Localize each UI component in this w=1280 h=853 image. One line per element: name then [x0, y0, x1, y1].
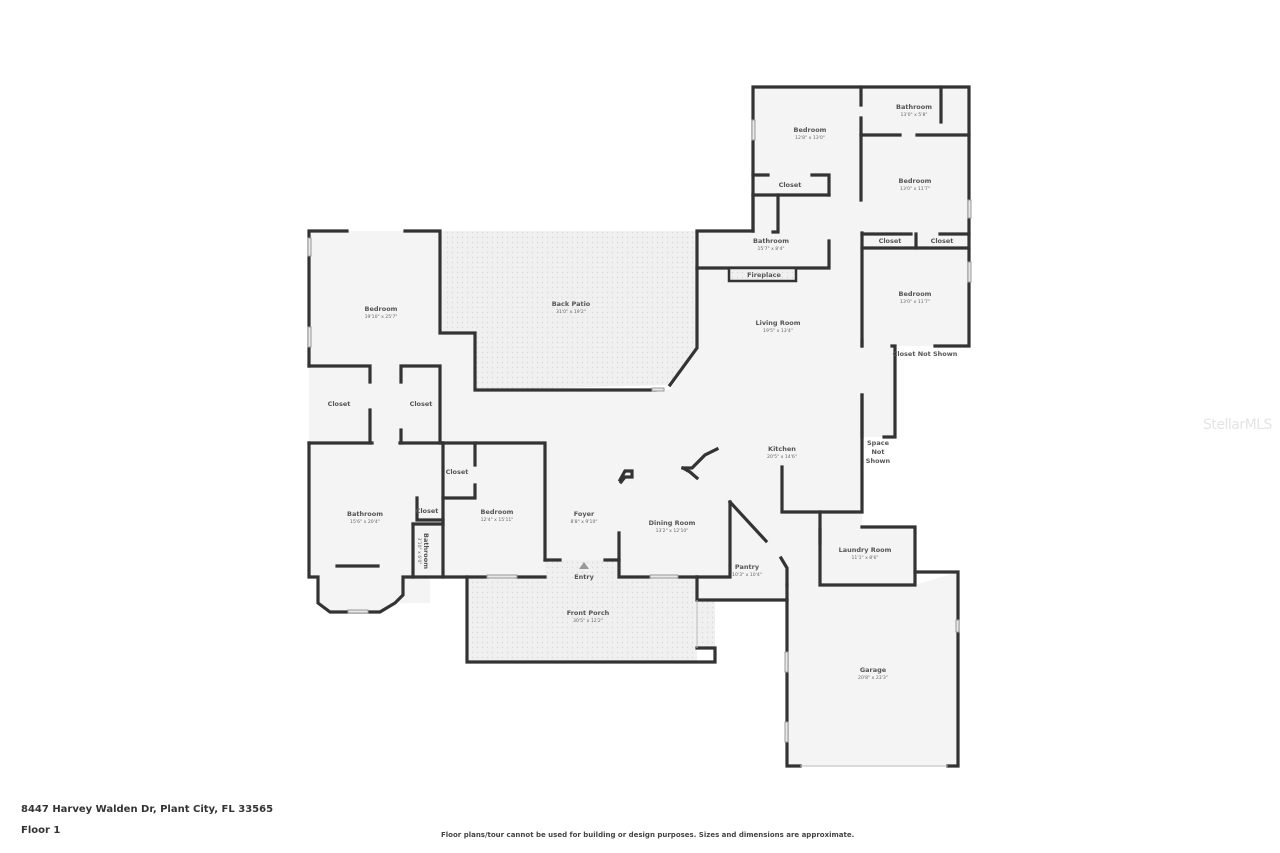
room-dims: 20'8" x 23'3"	[858, 675, 888, 681]
room-name: Closet Not Shown	[893, 350, 958, 358]
windows	[307, 119, 972, 743]
room-name: Closet	[446, 468, 469, 476]
room-dims: 19'10" x 25'7"	[365, 314, 398, 320]
entry-arrow-icon	[579, 562, 589, 569]
room-name: Pantry	[735, 563, 760, 571]
room-dims: 30'5" x 12'2"	[573, 618, 603, 624]
room-name: Living Room	[755, 319, 800, 327]
front-porch-area	[467, 560, 715, 662]
property-address: 8447 Harvey Walden Dr, Plant City, FL 33…	[21, 804, 274, 815]
room-dims: 15'6" x 20'4"	[350, 519, 380, 525]
room-name: Kitchen	[768, 445, 796, 453]
room-name: Bedroom	[481, 508, 514, 516]
room-name: Foyer	[574, 510, 595, 518]
room-name: Fireplace	[747, 271, 781, 279]
room-name: Dining Room	[649, 519, 696, 527]
room-dims: 10'3" x 10'4"	[732, 572, 762, 578]
room-dims: 8'8" x 9'10"	[570, 519, 597, 525]
room-dims: 19'5" x 13'4"	[763, 328, 793, 334]
room-name: Closet	[410, 400, 433, 408]
room-name: Bathroom	[753, 237, 789, 245]
room-name: Space	[867, 439, 890, 447]
room-name: Bathroom	[422, 533, 430, 569]
room-name: Bedroom	[365, 305, 398, 313]
floor-label: Floor 1	[21, 825, 61, 836]
room-dims: 12'4" x 15'11"	[481, 517, 514, 523]
watermark: StellarMLS	[1203, 417, 1272, 433]
back-patio-area	[443, 231, 697, 390]
disclaimer: Floor plans/tour cannot be used for buil…	[441, 831, 855, 839]
room-name: Bathroom	[896, 103, 932, 111]
room-name: Bedroom	[899, 290, 932, 298]
room-name: Bedroom	[794, 126, 827, 134]
room-name: Garage	[860, 666, 887, 674]
room-dims: 11'1" x 8'6"	[851, 555, 878, 561]
room-name: Not	[871, 448, 884, 456]
room-dims: 12'8" x 13'0"	[795, 135, 825, 141]
room-name: Entry	[574, 573, 594, 581]
room-dims: 3'10" x 6'0"	[416, 537, 422, 564]
room-dims: 20'5" x 14'6"	[767, 454, 797, 460]
room-name: Closet	[879, 237, 902, 245]
room-name: Shown	[866, 457, 891, 465]
room-name: Front Porch	[567, 609, 610, 617]
room-dims: 15'7" x 8'4"	[757, 246, 784, 252]
room-dims: 31'0" x 19'2"	[556, 309, 586, 315]
room-name: Closet	[779, 181, 802, 189]
room-dims: 13'0" x 11'7"	[900, 186, 930, 192]
room-dims: 13'0" x 11'7"	[900, 299, 930, 305]
room-name: Back Patio	[552, 300, 591, 308]
room-name: Closet	[416, 507, 439, 515]
room-name: Bedroom	[899, 177, 932, 185]
room-name: Laundry Room	[839, 546, 892, 554]
room-dims: 13'2" x 12'10"	[656, 528, 689, 534]
room-dims: 13'0" x 5'8"	[900, 112, 927, 118]
interior-floor	[309, 87, 969, 766]
room-name: Closet	[328, 400, 351, 408]
room-labels: Bedroom 12'8" x 13'0" Bathroom 13'0" x 5…	[328, 103, 958, 681]
room-name: Bathroom	[347, 510, 383, 518]
room-name: Closet	[931, 237, 954, 245]
